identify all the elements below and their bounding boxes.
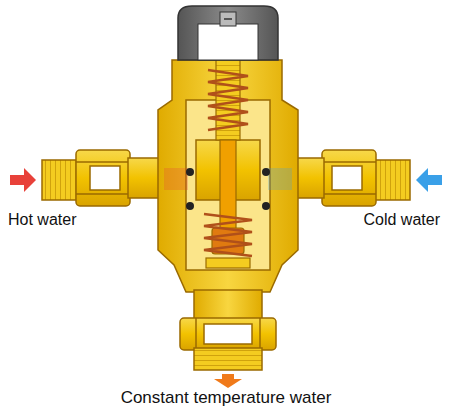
adjust-cap xyxy=(178,6,278,60)
cold-inlet xyxy=(288,150,410,206)
mixed-outlet xyxy=(180,290,276,370)
thermostat-core xyxy=(204,40,252,268)
hot-inlet xyxy=(42,150,164,206)
flow-label: Hot water xyxy=(8,210,76,230)
cold-arrow xyxy=(416,168,442,192)
hot-arrow xyxy=(10,168,36,192)
flow-label: Constant temperature water xyxy=(121,388,332,408)
outlet-arrow xyxy=(214,374,242,388)
flow-label: Cold water xyxy=(364,210,440,230)
